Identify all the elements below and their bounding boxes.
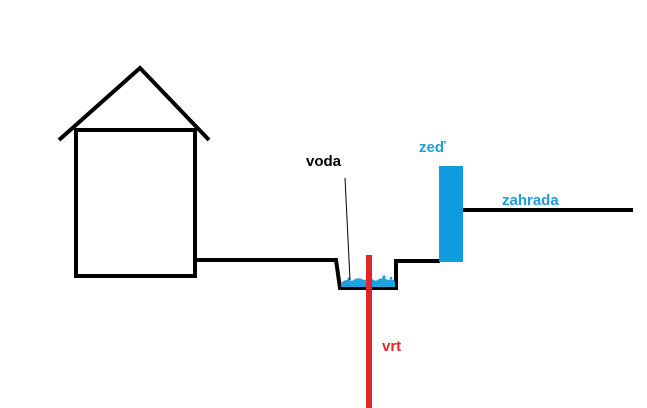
borehole <box>366 255 372 408</box>
wall <box>439 166 463 262</box>
water-droplet <box>389 276 393 280</box>
water-label: voda <box>306 153 342 170</box>
borehole-label: vrt <box>382 338 401 355</box>
garden-label: zahrada <box>502 192 559 209</box>
house-roof <box>57 65 211 142</box>
water-droplet <box>382 275 386 279</box>
wall-label: zeď <box>419 139 446 156</box>
water-pointer-line <box>344 177 351 281</box>
house <box>57 65 211 278</box>
ground-line-left <box>195 258 440 290</box>
house-body <box>74 128 197 278</box>
